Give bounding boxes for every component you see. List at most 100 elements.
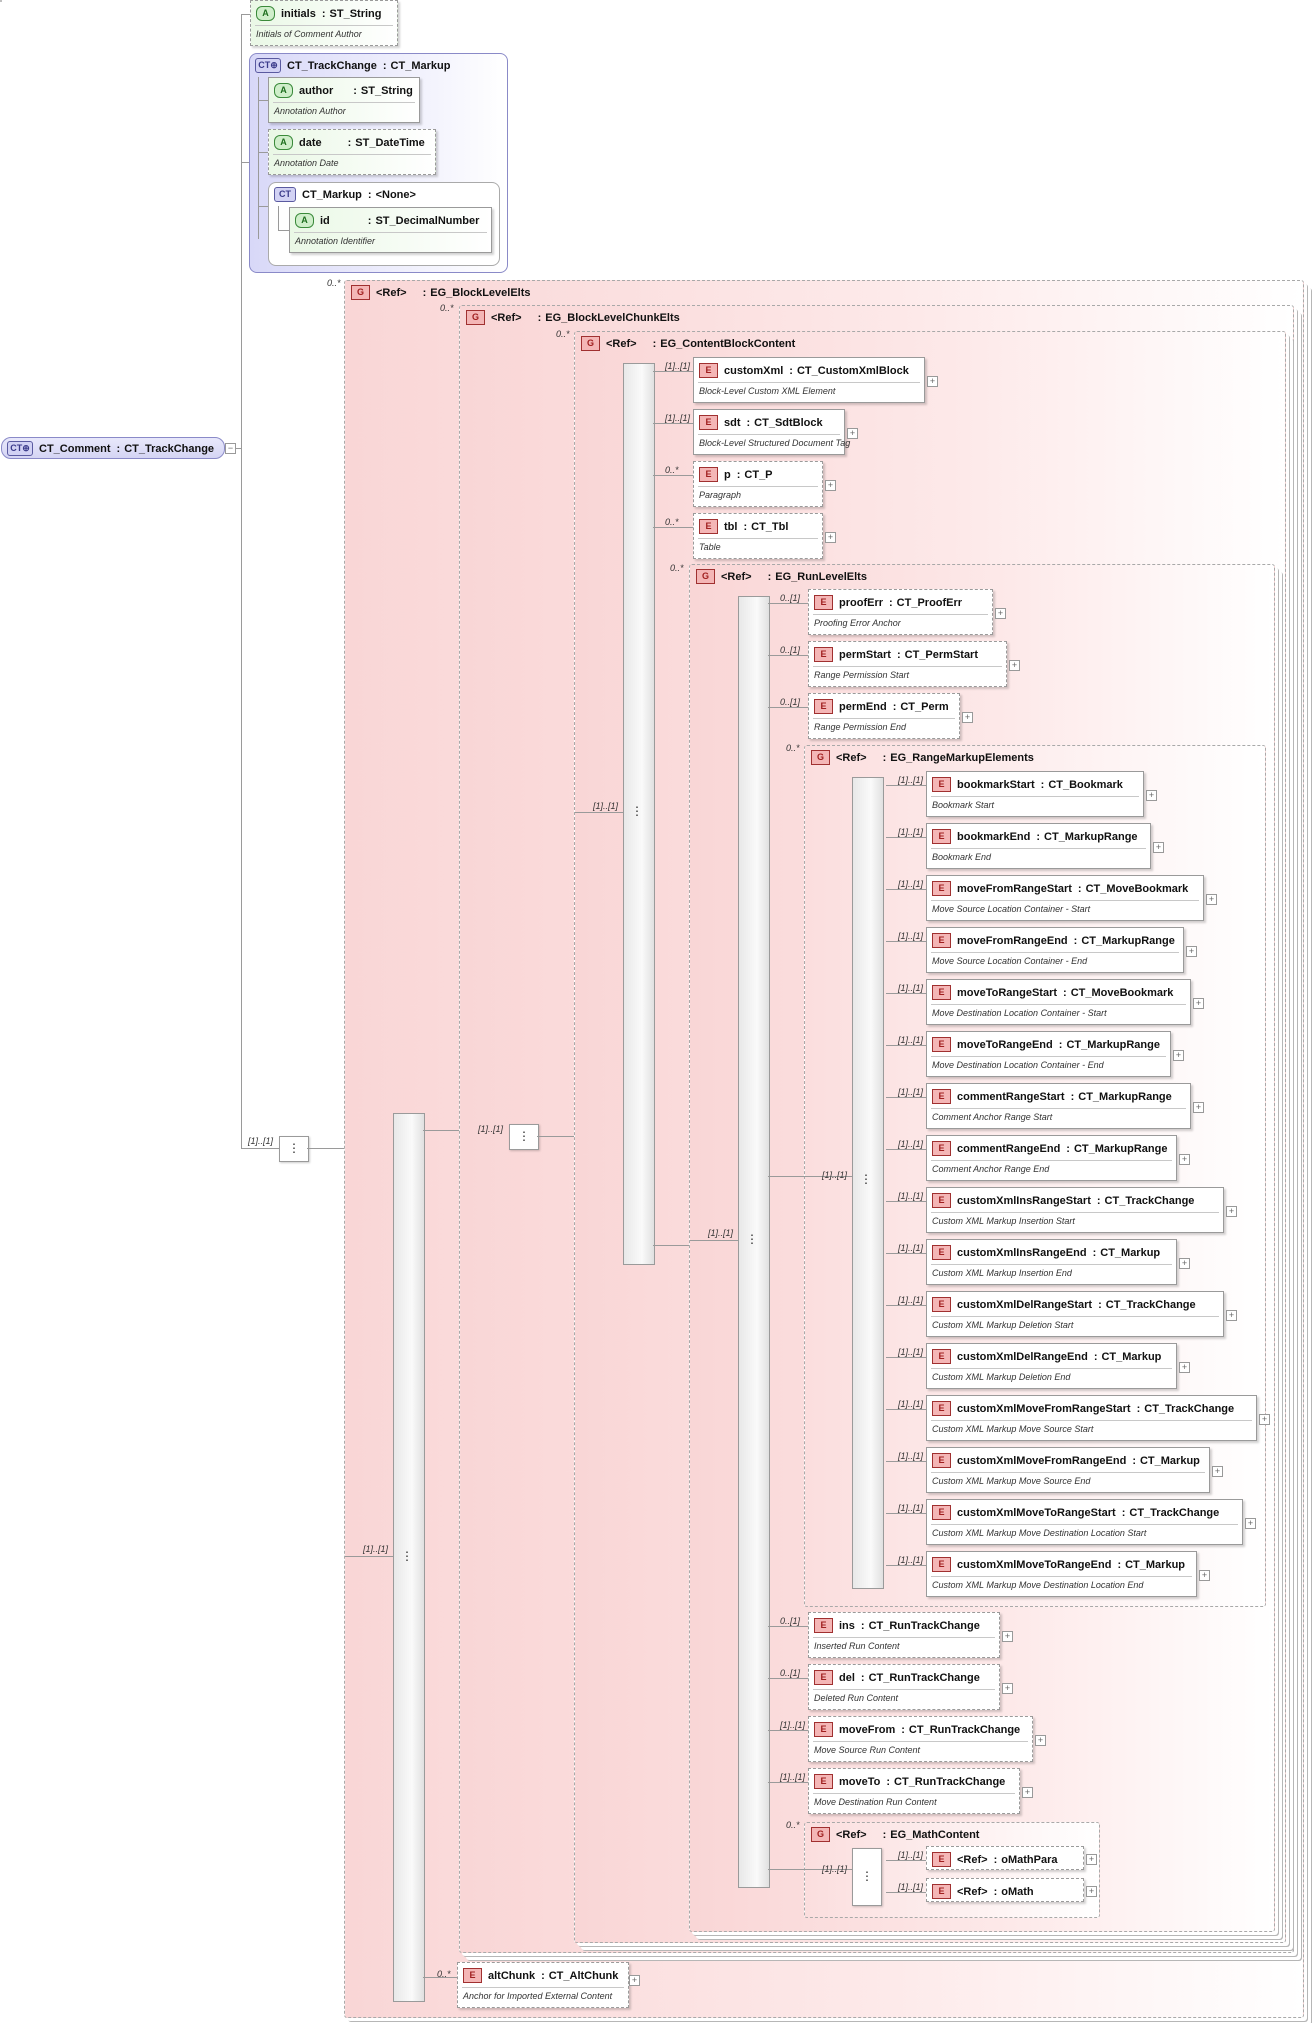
expand-icon[interactable]: + [1226,1310,1237,1321]
element-doc: Table [699,542,721,552]
element-icon: E [814,699,833,714]
expand-icon[interactable]: + [847,428,858,439]
expand-icon[interactable]: + [1179,1154,1190,1165]
element-doc: Paragraph [699,490,742,500]
cardinality: [1]..[1] [898,1503,924,1513]
element-name: bookmarkStart [957,778,1035,791]
expand-icon[interactable]: + [1179,1258,1190,1269]
expand-icon[interactable]: + [1199,1570,1210,1581]
element-name: customXmlMoveFromRangeEnd [957,1454,1127,1467]
element-name: customXml [724,364,784,377]
element-oMathPara[interactable]: E<Ref>:oMathPara [926,1846,1084,1870]
element-icon: E [932,881,951,896]
attr-doc: Annotation Author [274,106,346,116]
element-type: CT_TrackChange [1144,1402,1235,1415]
sequence-icon[interactable]: ⋮ [279,1136,309,1162]
expand-icon[interactable]: + [1206,894,1217,905]
expand-icon[interactable]: + [1186,946,1197,957]
element-name: moveToRangeStart [957,986,1058,999]
expand-icon[interactable]: + [825,532,836,543]
expand-icon[interactable]: + [1259,1414,1270,1425]
element-doc: Bookmark Start [932,800,995,810]
cardinality: 0..* [556,329,570,339]
expand-icon[interactable]: + [1002,1683,1013,1694]
element-name: <Ref> [957,1885,988,1898]
expand-icon[interactable]: + [1153,842,1164,853]
group-range-markup-elements[interactable] [0,0,2,2]
expand-icon[interactable]: + [1245,1518,1256,1529]
cardinality: [1]..[1] [898,1243,924,1253]
expand-icon[interactable]: + [1173,1050,1184,1061]
expand-icon[interactable]: + [962,712,973,723]
expand-icon[interactable]: + [1086,1886,1097,1897]
expand-icon[interactable]: + [629,1975,640,1986]
expand-icon[interactable]: + [1009,660,1020,671]
cardinality: 0..[1] [780,1616,801,1626]
group-math-content[interactable]: G <Ref>:EG_MathContent [804,1822,1100,1918]
expand-icon[interactable]: + [995,608,1006,619]
root-element[interactable]: CT⊕ CT_Comment:CT_TrackChange [1,437,225,459]
element-oMath[interactable]: E<Ref>:oMath [926,1878,1084,1902]
expand-icon[interactable]: + [1179,1362,1190,1373]
expand-icon[interactable]: + [1212,1466,1223,1477]
element-icon: E [463,1968,482,1983]
expand-icon[interactable]: + [1035,1735,1046,1746]
group-icon: G [811,1827,830,1842]
element-icon: E [932,829,951,844]
expand-icon[interactable]: + [1193,998,1204,1009]
expand-icon[interactable]: + [927,376,938,387]
expand-icon[interactable]: + [1193,1102,1204,1113]
group-ref: <Ref> [721,570,752,583]
expand-icon[interactable]: + [1002,1631,1013,1642]
expand-icon[interactable]: + [1022,1787,1033,1798]
element-doc: Comment Anchor Range Start [932,1112,1053,1122]
element-doc: Custom XML Markup Insertion End [932,1268,1072,1278]
expand-icon[interactable]: + [1086,1854,1097,1865]
expand-icon[interactable]: + [1226,1206,1237,1217]
cardinality: [1]..[1] [898,1347,924,1357]
sequence-icon[interactable]: ⋮ [852,1848,882,1906]
sequence-icon[interactable]: ⋮ [509,1124,539,1150]
sequence-icon: ⋮ [746,1232,758,1246]
cardinality: [1]..[1] [898,1882,924,1892]
group-icon: G [351,285,370,300]
cardinality: [1]..[1] [898,879,924,889]
cardinality: [1]..[1] [898,775,924,785]
expand-icon[interactable]: + [825,480,836,491]
expand-icon[interactable]: + [1146,790,1157,801]
element-name: moveFromRangeStart [957,882,1072,895]
element-type: CT_Perm [900,700,949,713]
